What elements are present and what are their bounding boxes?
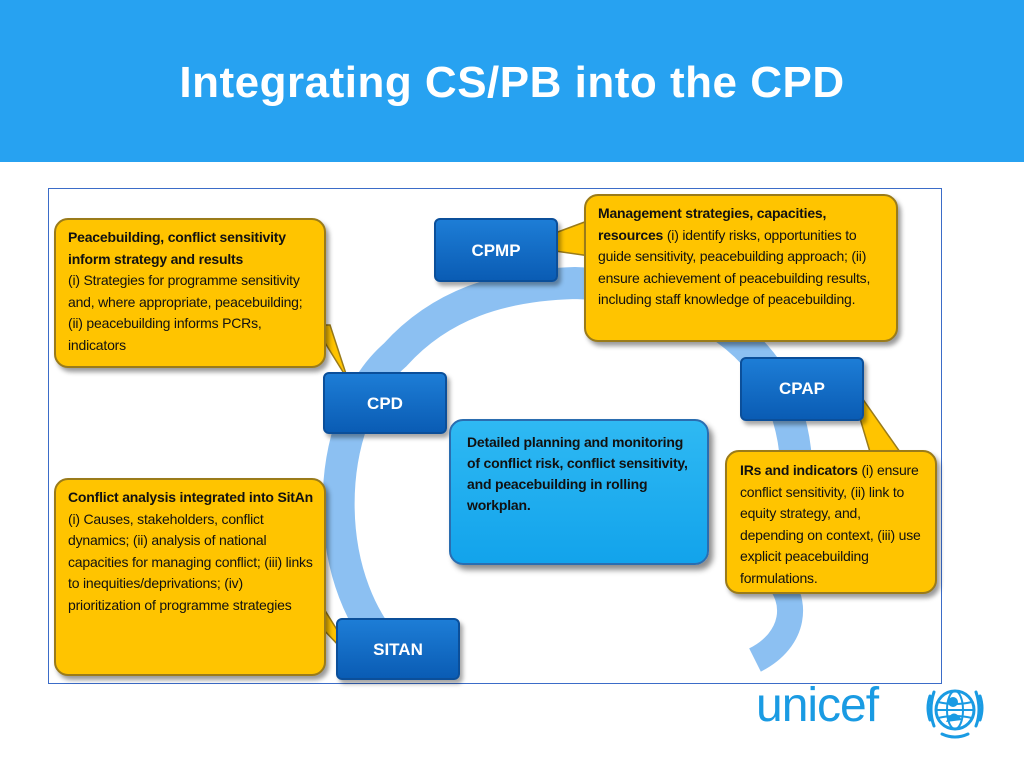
cpd-callout-body: (i) Strategies for programme sensitivity… (68, 272, 303, 353)
sitan-callout: Conflict analysis integrated into SitAn … (54, 478, 326, 676)
cpap-box: CPAP (740, 357, 864, 421)
cpmp-box: CPMP (434, 218, 558, 282)
slide-title: Integrating CS/PB into the CPD (179, 58, 845, 107)
sitan-box: SITAN (336, 618, 460, 680)
cpap-callout-body: (i) ensure conflict sensitivity, (ii) li… (740, 462, 921, 586)
title-banner: Integrating CS/PB into the CPD (0, 0, 1024, 162)
cpmp-callout: Management strategies, capacities, resou… (584, 194, 898, 342)
unicef-logo-text: unicef (756, 679, 879, 732)
cpmp-label: CPMP (471, 241, 521, 260)
sitan-callout-heading: Conflict analysis integrated into SitAn (68, 489, 314, 505)
cpd-callout: Peacebuilding, conflict sensitivity info… (54, 218, 326, 368)
workplan-box: Detailed planning and monitoring of conf… (449, 419, 709, 565)
unicef-emblem-icon (926, 689, 984, 739)
cpmp-callout-heading: Management strategies, capacities, resou… (598, 205, 827, 243)
cpd-box: CPD (323, 372, 447, 434)
sitan-label: SITAN (373, 640, 423, 659)
cpap-callout: IRs and indicators (i) ensure conflict s… (725, 450, 937, 594)
cpap-callout-heading: IRs and indicators (740, 462, 858, 478)
cpap-label: CPAP (779, 379, 825, 398)
cpmp-callout-body: (i) identify risks, opportunities to gui… (598, 226, 871, 308)
unicef-logo: unicef (756, 678, 996, 748)
sitan-callout-body: (i) Causes, stakeholders, conflict dynam… (68, 510, 313, 613)
workplan-text: Detailed planning and monitoring of conf… (467, 434, 688, 513)
cpd-label: CPD (367, 394, 403, 413)
cpd-callout-heading: Peacebuilding, conflict sensitivity info… (68, 229, 286, 267)
